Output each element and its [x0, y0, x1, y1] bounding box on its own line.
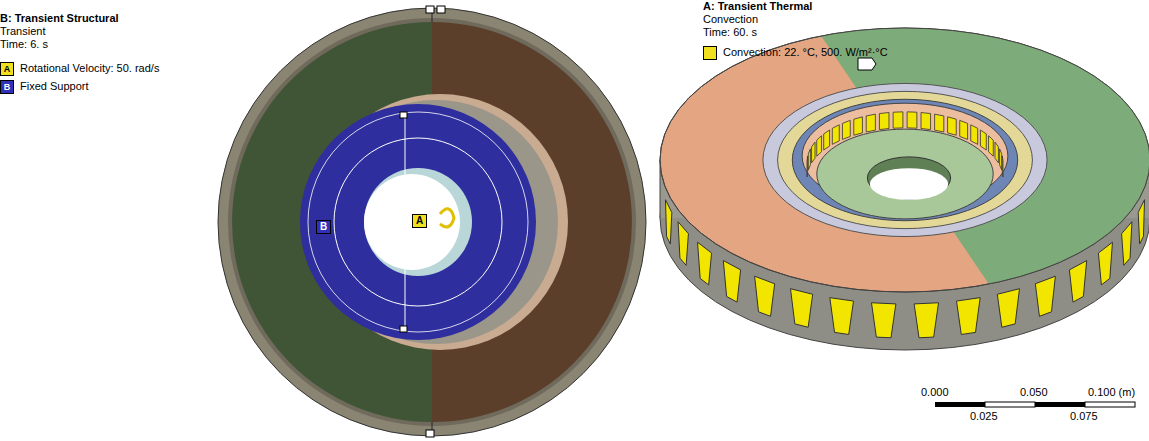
load-name: Convection	[703, 13, 758, 26]
cooling-vent	[755, 276, 775, 316]
inner-vent	[960, 120, 968, 139]
cooling-vent	[871, 303, 895, 338]
disc-outline	[660, 28, 1149, 292]
legend-swatch: B	[0, 80, 14, 94]
load-marker	[858, 58, 876, 70]
scale-value: 0.100 (m)	[1088, 386, 1135, 399]
title-text: A: Transient Thermal	[703, 0, 812, 13]
cooling-vent	[1098, 242, 1112, 285]
title-text: B: Transient Structural	[0, 12, 119, 25]
inner-vent	[832, 125, 839, 145]
cooling-vent	[1035, 276, 1055, 316]
inner-vent	[971, 125, 978, 145]
time-text: Time: 60. s	[703, 26, 757, 39]
callout-letter: B	[316, 220, 331, 234]
legend-text: Convection: 22. °C, 500. W/m²·°C	[723, 46, 888, 59]
inner-vent	[817, 136, 822, 156]
callout-letter: A	[412, 214, 427, 228]
cooling-vent	[665, 200, 671, 244]
center-hole	[867, 157, 950, 199]
inner-ring	[778, 91, 1033, 228]
inner-ring	[763, 83, 1047, 236]
cooling-vent	[790, 289, 812, 328]
analysis-type: Transient	[0, 25, 45, 38]
cooling-vent	[1138, 200, 1144, 244]
time-text: Time: 6. s	[0, 38, 48, 51]
swatch-letter: A	[4, 64, 11, 74]
legend-swatch	[703, 46, 717, 60]
disc-top	[660, 28, 1149, 292]
thermal-disc	[660, 28, 1149, 350]
inner-vent	[995, 142, 998, 163]
hub-recess	[792, 99, 1017, 220]
scale-value: 0.025	[970, 410, 998, 423]
inner-vent	[935, 114, 944, 132]
cooling-vent	[1069, 261, 1086, 303]
inner-vent	[1002, 156, 1004, 177]
hat-top	[817, 129, 993, 219]
cooling-vent	[1122, 222, 1132, 266]
scale-value: 0.050	[1020, 386, 1048, 399]
inner-vent	[866, 114, 875, 132]
inner-vent	[921, 113, 931, 130]
inner-vent	[893, 112, 903, 128]
inner-vent	[989, 136, 994, 156]
inner-vent	[854, 117, 863, 135]
scale-value: 0.000	[921, 386, 949, 399]
inner-vent	[907, 112, 917, 128]
inner-vent	[824, 130, 830, 150]
inner-vent	[808, 149, 810, 170]
swatch-letter: B	[4, 82, 11, 92]
inner-vent	[948, 117, 957, 135]
cooling-vent	[830, 298, 854, 335]
legend-swatch: A	[0, 62, 14, 76]
legend-text: Fixed Support	[20, 80, 88, 93]
inner-vent	[842, 120, 850, 139]
structural-disc	[218, 6, 646, 437]
cooling-vent	[914, 303, 938, 338]
inner-vent	[1000, 149, 1002, 170]
cooling-vent	[957, 298, 981, 335]
scale-value: 0.075	[1070, 410, 1098, 423]
legend-text: Rotational Velocity: 50. rad/s	[20, 62, 159, 75]
cooling-vent	[698, 242, 712, 285]
cooling-vent	[997, 289, 1019, 328]
center-hole	[870, 168, 948, 200]
inner-vent	[812, 142, 815, 163]
cooling-vent	[723, 261, 740, 303]
cooling-vent	[678, 222, 688, 266]
inner-vent	[879, 113, 889, 130]
scale-bar	[935, 402, 1135, 407]
inner-vent	[980, 130, 986, 150]
